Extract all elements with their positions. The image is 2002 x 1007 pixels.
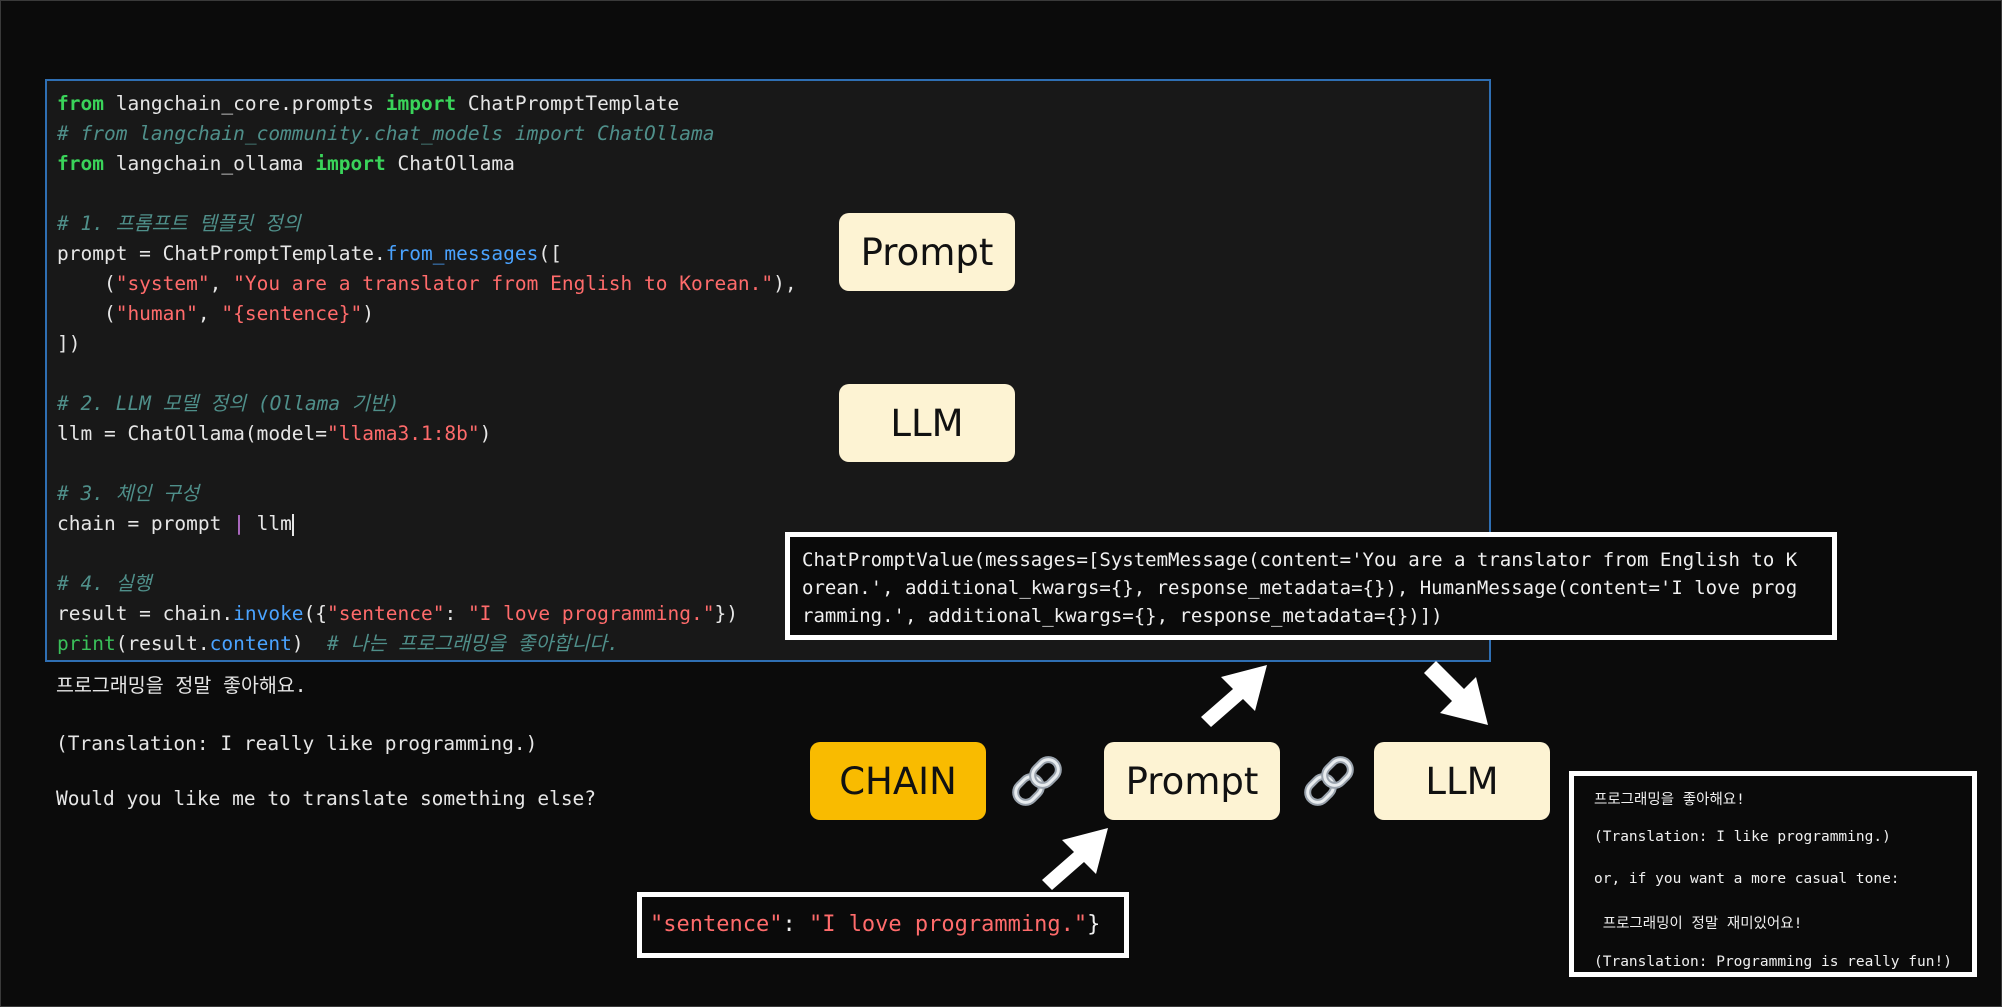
prompt-value-line-2: orean.', additional_kwargs={}, response_…: [802, 577, 1798, 599]
code-line-6: prompt = ChatPromptTemplate.from_message…: [57, 242, 562, 265]
prompt-value-callout: ChatPromptValue(messages=[SystemMessage(…: [785, 532, 1837, 640]
result-line-2: (Translation: I like programming.): [1594, 829, 1891, 845]
text-cursor: [291, 513, 294, 536]
input-callout-text: "sentence": "I love programming."}: [650, 912, 1101, 937]
code-line-9: ]): [57, 332, 81, 355]
llm-chain-label: LLM: [1374, 742, 1550, 820]
output-line-3: Would you like me to translate something…: [56, 787, 597, 810]
result-line-3: or, if you want a more casual tone:: [1594, 871, 1900, 887]
result-line-1: 프로그래밍을 좋아해요!: [1594, 792, 1745, 808]
llm-label: LLM: [839, 384, 1015, 462]
link-icon: [1304, 756, 1354, 806]
code-line-11: # 2. LLM 모델 정의 (Ollama 기반): [57, 392, 400, 415]
code-line-17: # 4. 실행: [57, 572, 152, 595]
code-line-7: ("system", "You are a translator from En…: [57, 272, 797, 295]
link-icon: [1012, 756, 1062, 806]
code-line-19: print(result.content) # 나는 프로그래밍을 좋아합니다.: [57, 632, 619, 655]
prompt-value-line-1: ChatPromptValue(messages=[SystemMessage(…: [802, 549, 1798, 571]
code-line-8: ("human", "{sentence}"): [57, 302, 375, 325]
code-line-2: # from langchain_community.chat_models i…: [57, 122, 715, 145]
output-line-1: 프로그래밍을 정말 좋아해요.: [56, 674, 307, 697]
result-line-5: (Translation: Programming is really fun!…: [1594, 954, 1952, 970]
code-line-15: chain = prompt | llm: [57, 512, 294, 536]
code-line-14: # 3. 체인 구성: [57, 482, 200, 505]
result-line-4: 프로그래밍이 정말 재미있어요!: [1594, 916, 1803, 932]
input-callout: "sentence": "I love programming."}: [637, 892, 1129, 958]
code-line-12: llm = ChatOllama(model="llama3.1:8b"): [57, 422, 492, 445]
chain-label: CHAIN: [810, 742, 986, 820]
code-line-18: result = chain.invoke({"sentence": "I lo…: [57, 602, 738, 625]
output-line-2: (Translation: I really like programming.…: [56, 732, 538, 755]
prompt-label: Prompt: [839, 213, 1015, 291]
code-line-5: # 1. 프롬프트 템플릿 정의: [57, 212, 301, 235]
code-line-3: from langchain_ollama import ChatOllama: [57, 152, 515, 175]
prompt-chain-label: Prompt: [1104, 742, 1280, 820]
arrow-icon: [1042, 828, 1108, 890]
arrow-icon: [1424, 661, 1488, 725]
prompt-value-line-3: ramming.', additional_kwargs={}, respons…: [802, 605, 1443, 627]
code-line-1: from langchain_core.prompts import ChatP…: [57, 92, 680, 115]
result-callout: 프로그래밍을 좋아해요! (Translation: I like progra…: [1569, 771, 1977, 977]
arrow-icon: [1201, 665, 1267, 727]
